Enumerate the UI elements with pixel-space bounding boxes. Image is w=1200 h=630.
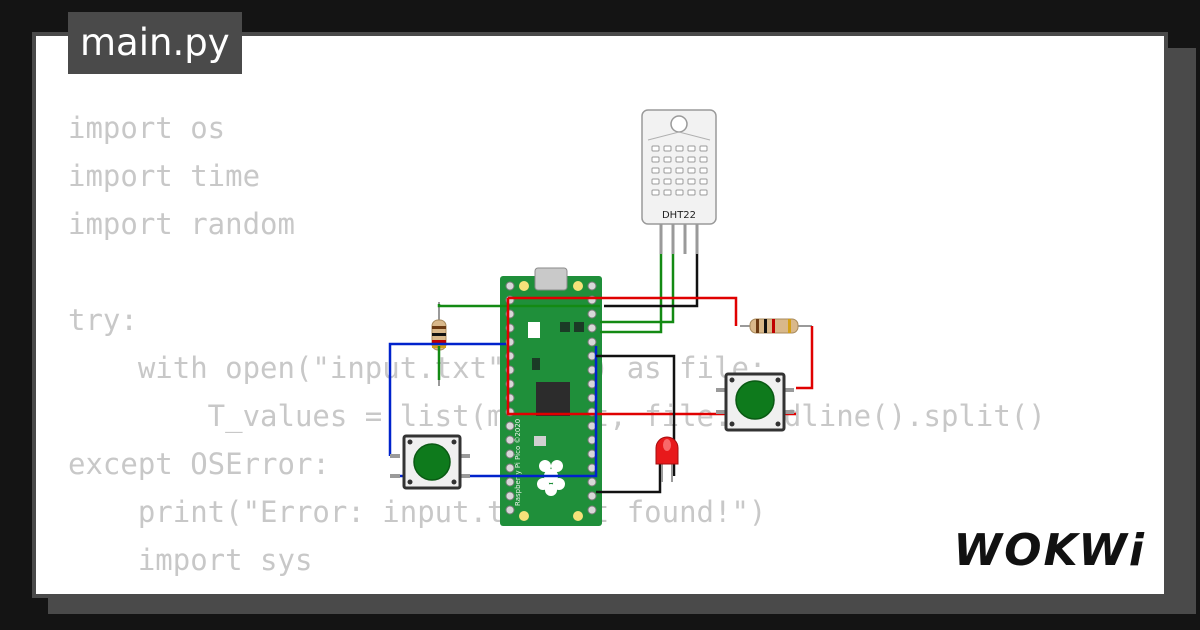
code-line: import sys [68,543,313,577]
code-line: except OSError: [68,447,330,481]
wires [388,254,814,494]
dht22-sensor[interactable]: DHT22 [641,109,717,254]
wire-red [508,296,738,326]
wire-red [796,326,814,390]
wire-green [437,304,600,308]
pushbutton-left[interactable] [390,434,470,490]
board-label: Raspberry Pi Pico ©2020 [514,419,522,506]
sensor-label: DHT22 [662,210,696,221]
circuit-diagram: DHT22 Rasp [388,109,814,526]
red-led[interactable] [655,436,679,482]
wire-black [596,456,662,494]
wire-blue [388,342,506,456]
raspberry-logo-icon [537,460,565,496]
wire-black [596,354,676,476]
code-line: import time [68,159,261,193]
code-line: import random [68,207,295,241]
resistor-right[interactable] [740,318,812,334]
code-line: sys.exit() [68,584,1046,594]
code-line: try: [68,303,138,337]
wire-green [600,254,675,324]
wire-red [506,298,796,416]
pushbutton-right[interactable] [716,372,794,432]
wire-black [604,254,699,308]
file-tab-main-py[interactable]: main.py [68,12,242,74]
wokwi-logo: WOKWi [953,525,1146,576]
wire-green [600,254,663,334]
code-line: import os [68,111,226,145]
